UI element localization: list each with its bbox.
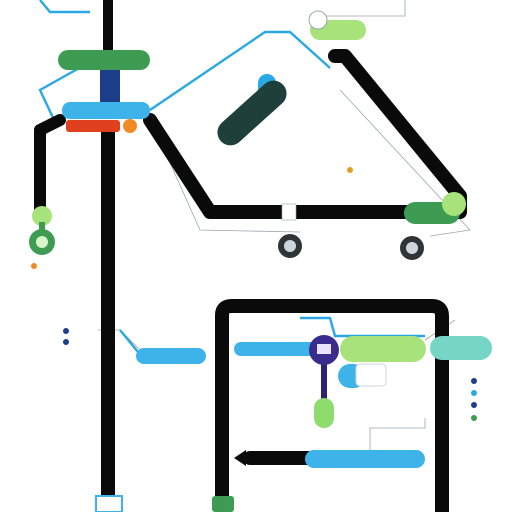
station-marker[interactable] (309, 335, 339, 428)
box-blue-left[interactable] (136, 348, 206, 364)
box-teal-pill[interactable] (430, 336, 492, 360)
hub-right[interactable] (400, 236, 424, 260)
green-connector (39, 222, 45, 232)
bottom-green-block[interactable] (212, 496, 234, 512)
small-dot (347, 167, 353, 173)
navy-block (100, 70, 120, 110)
diag-dark-pill[interactable] (212, 75, 292, 151)
track-gap-marker (281, 203, 297, 221)
green-node-top (32, 206, 52, 226)
track-left-short (34, 114, 66, 216)
arrow-left-icon[interactable] (234, 450, 246, 466)
blue-line-left-loop (38, 60, 91, 123)
blue-line-up-diagonal (149, 30, 331, 111)
right-lightgreen-node[interactable] (442, 192, 466, 216)
left-green-station[interactable] (29, 206, 55, 255)
top-white-node[interactable] (308, 10, 328, 30)
green-pill[interactable] (58, 50, 150, 70)
track-box-loop (215, 299, 449, 512)
connector-top-right (316, 0, 406, 17)
box-blue-inner[interactable] (234, 342, 318, 356)
list-dot (471, 390, 477, 396)
list-dot (471, 378, 477, 384)
right-list (471, 378, 477, 421)
hub-left[interactable] (278, 234, 302, 258)
connector-bottom (369, 418, 426, 450)
pin-glyph (317, 344, 331, 354)
small-dot (63, 328, 69, 334)
list-dot (471, 402, 477, 408)
thin-connectors (98, 0, 471, 450)
hub-right-ring (406, 242, 418, 254)
pin-stem (321, 360, 327, 404)
list-dot (471, 415, 477, 421)
bottom-blue-pill[interactable] (305, 450, 425, 468)
blue-pill[interactable] (62, 102, 150, 119)
blue-line-top-left (39, 0, 90, 14)
pin-green-base (314, 398, 334, 428)
blue-line-box-top (300, 316, 425, 338)
hub-left-ring (284, 240, 296, 252)
red-bar (66, 120, 120, 132)
connector-diagonal-right (339, 89, 471, 237)
orange-dot (123, 119, 137, 133)
leaf-icon (36, 236, 48, 248)
box-lightgreen-pill[interactable] (340, 336, 426, 362)
bottom-left-block[interactable] (95, 495, 123, 512)
small-dot (31, 263, 37, 269)
small-dot (63, 339, 69, 345)
box-white-card[interactable] (355, 363, 387, 387)
